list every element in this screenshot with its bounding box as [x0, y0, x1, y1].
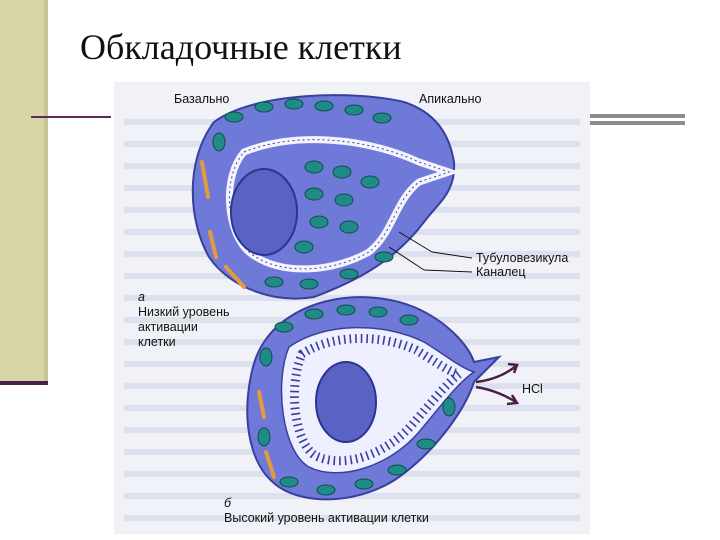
label-apical: Апикально	[419, 92, 482, 106]
left-decor-band-foot	[0, 381, 48, 385]
panel-a-line2: активации	[138, 320, 198, 334]
cell-a-nucleus	[230, 168, 298, 256]
hcl-arrows	[475, 362, 520, 406]
label-canaliculus: Каналец	[476, 265, 526, 279]
title-rule-bar	[588, 121, 685, 125]
panel-a-letter: а	[138, 290, 145, 304]
leader-lines	[388, 231, 473, 273]
cell-a-granules	[200, 160, 246, 289]
cell-low-activation	[191, 94, 461, 300]
label-basal: Базально	[174, 92, 230, 106]
panel-b-letter: б	[224, 496, 232, 510]
figure-drawing	[114, 82, 590, 534]
parietal-cells-figure: Базально Апикально Тубуловезикула Канале…	[114, 82, 590, 534]
cell-high-activation	[246, 296, 520, 501]
panel-a-line1: Низкий уровень	[138, 305, 230, 319]
cell-b-granules	[257, 390, 276, 479]
cell-a-mitochondria	[212, 98, 394, 290]
label-hcl: HCl	[522, 382, 543, 396]
title-rule-left	[31, 116, 111, 118]
panel-b-caption: Высокий уровень активации клетки	[224, 511, 429, 525]
panel-a-line3: клетки	[138, 335, 176, 349]
cell-a-tubulovesicles	[228, 139, 451, 270]
label-tubulovesicle: Тубуловезикула	[476, 251, 569, 265]
slide-title: Обкладочные клетки	[80, 27, 402, 67]
left-decor-band-edge	[44, 0, 48, 385]
title-rule-bar	[588, 114, 685, 118]
cell-b-microvilli	[289, 334, 470, 466]
cell-b-nucleus	[315, 361, 377, 443]
cell-b-mitochondria	[257, 304, 456, 496]
title-rule-right	[588, 114, 685, 126]
left-decor-band	[0, 0, 47, 385]
